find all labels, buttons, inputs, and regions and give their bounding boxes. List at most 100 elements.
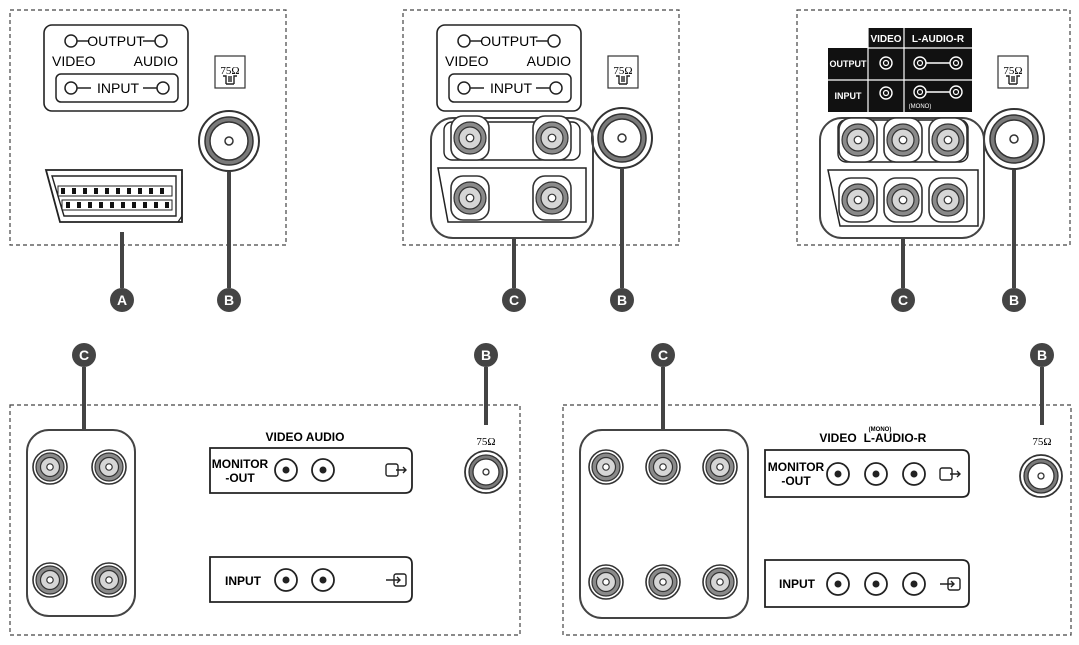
panel-2: OUTPUT VIDEO AUDIO INPUT 75Ω C B — [402, 9, 680, 312]
rca-jack-5e — [645, 564, 681, 600]
monitor-out-line1-5: MONITOR — [768, 460, 825, 474]
rf-antenna-jack-2 — [591, 107, 653, 169]
table-mono-label: (MONO) — [909, 104, 932, 110]
rf-antenna-jack-4 — [464, 450, 508, 494]
output-circle-right — [154, 34, 168, 48]
rca-input-video-3 — [838, 177, 878, 223]
callout-b-label-4: B — [481, 347, 491, 363]
callout-b-badge-3 — [1002, 288, 1026, 312]
audio-header-5: L-AUDIO-R — [864, 431, 927, 445]
monitor-out-line2-5: -OUT — [781, 474, 811, 488]
panel-3: VIDEO L-AUDIO-R OUTPUT INPUT (MONO) 75Ω … — [796, 9, 1071, 312]
input-label-2: INPUT — [490, 80, 532, 96]
rca-input-right-3 — [928, 177, 968, 223]
input-right-jack-5 — [902, 572, 926, 596]
callout-b-label-5: B — [1037, 347, 1047, 363]
rf-antenna-jack-5 — [1019, 454, 1063, 498]
rca-jack-5b — [645, 449, 681, 485]
input-label-5: INPUT — [779, 577, 816, 591]
input-arrow-icon-5 — [939, 577, 961, 591]
callout-b-label-2: B — [617, 292, 627, 308]
callout-b-badge-4 — [474, 343, 498, 367]
callout-c-label-4: C — [658, 347, 668, 363]
rf-antenna-jack-3 — [983, 108, 1045, 170]
rca-input-audio — [532, 175, 572, 221]
rca-input-left-3 — [883, 177, 923, 223]
rca-jack-4a — [32, 449, 68, 485]
panel-5: C B VIDEO (MONO) L-AUDIO-R MONITOR -OUT … — [562, 343, 1072, 636]
monitor-out-box — [209, 447, 413, 494]
av-table: VIDEO L-AUDIO-R OUTPUT INPUT (MONO) — [828, 28, 972, 112]
output-arrow-icon — [385, 463, 407, 477]
panel-5-border — [562, 404, 1072, 636]
rca-group-outline-4 — [26, 429, 136, 617]
input-label-4: INPUT — [225, 574, 262, 588]
output-arrow-icon-5 — [939, 467, 961, 481]
rca-jack-5d — [588, 564, 624, 600]
rf-antenna-jack — [198, 110, 260, 172]
av-label-box — [43, 24, 189, 112]
table-video-header: VIDEO — [870, 34, 901, 45]
rca-jack-4c — [32, 562, 68, 598]
rca-output-audio — [532, 115, 572, 161]
input-video-jack-5 — [826, 572, 850, 596]
rca-output-right-3 — [928, 117, 968, 163]
ohm-label-3: 75Ω — [1003, 65, 1022, 77]
output-label: OUTPUT — [87, 33, 145, 49]
monitor-out-audio-jack — [311, 458, 335, 482]
callout-c-badge-4 — [651, 343, 675, 367]
table-output-row: OUTPUT — [830, 59, 868, 69]
rca-jack-4b — [91, 449, 127, 485]
rca-jack-5a — [588, 449, 624, 485]
panel-1-border — [9, 9, 287, 246]
video-label: VIDEO — [52, 53, 96, 69]
callout-b-badge-1 — [217, 288, 241, 312]
monitor-out-box-5 — [764, 449, 970, 498]
rca-group-outline-5 — [579, 429, 749, 619]
monitor-out-right-jack-5 — [902, 462, 926, 486]
rca-jack-5f — [702, 564, 738, 600]
panel-4-border — [9, 404, 521, 636]
table-audio-header: L-AUDIO-R — [912, 34, 965, 45]
callout-b-badge-5 — [1030, 343, 1054, 367]
video-header-5: VIDEO — [819, 431, 856, 445]
callout-c-badge-2 — [891, 288, 915, 312]
rca-input-video — [450, 175, 490, 221]
output-label-2: OUTPUT — [480, 33, 538, 49]
scart-connector — [44, 169, 183, 223]
video-label-2: VIDEO — [445, 53, 489, 69]
ohm-label: 75Ω — [220, 65, 239, 77]
rca-output-video — [450, 115, 490, 161]
input-left-jack-5 — [864, 572, 888, 596]
callout-b-label-1: B — [224, 292, 234, 308]
monitor-out-video-jack-5 — [826, 462, 850, 486]
callout-b-badge-2 — [610, 288, 634, 312]
rca-jack-5c — [702, 449, 738, 485]
callout-b-label-3: B — [1009, 292, 1019, 308]
ohm-label-5: 75Ω — [1032, 436, 1051, 448]
callout-a-label: A — [117, 292, 127, 308]
ohm-label-2: 75Ω — [613, 65, 632, 77]
monitor-out-line1: MONITOR — [212, 457, 269, 471]
callout-c-badge-3 — [72, 343, 96, 367]
input-box-5 — [764, 559, 970, 608]
monitor-out-line2: -OUT — [225, 471, 255, 485]
callout-c-badge-1 — [502, 288, 526, 312]
monitor-out-video-jack — [274, 458, 298, 482]
callout-c-label-2: C — [898, 292, 908, 308]
input-box-4 — [209, 556, 413, 603]
av-label-box-2 — [436, 24, 582, 112]
input-box — [55, 73, 179, 103]
input-label: INPUT — [97, 80, 139, 96]
panel-2-border — [402, 9, 680, 246]
monitor-out-left-jack-5 — [864, 462, 888, 486]
panel-3-border — [796, 9, 1071, 246]
video-audio-header: VIDEO AUDIO — [266, 430, 345, 444]
input-arrow-icon — [385, 573, 407, 587]
panel-1: OUTPUT VIDEO AUDIO INPUT 75Ω A — [9, 9, 287, 312]
audio-label-2: AUDIO — [527, 53, 571, 69]
callout-c-label-1: C — [509, 292, 519, 308]
input-video-jack — [274, 568, 298, 592]
audio-label: AUDIO — [134, 53, 178, 69]
